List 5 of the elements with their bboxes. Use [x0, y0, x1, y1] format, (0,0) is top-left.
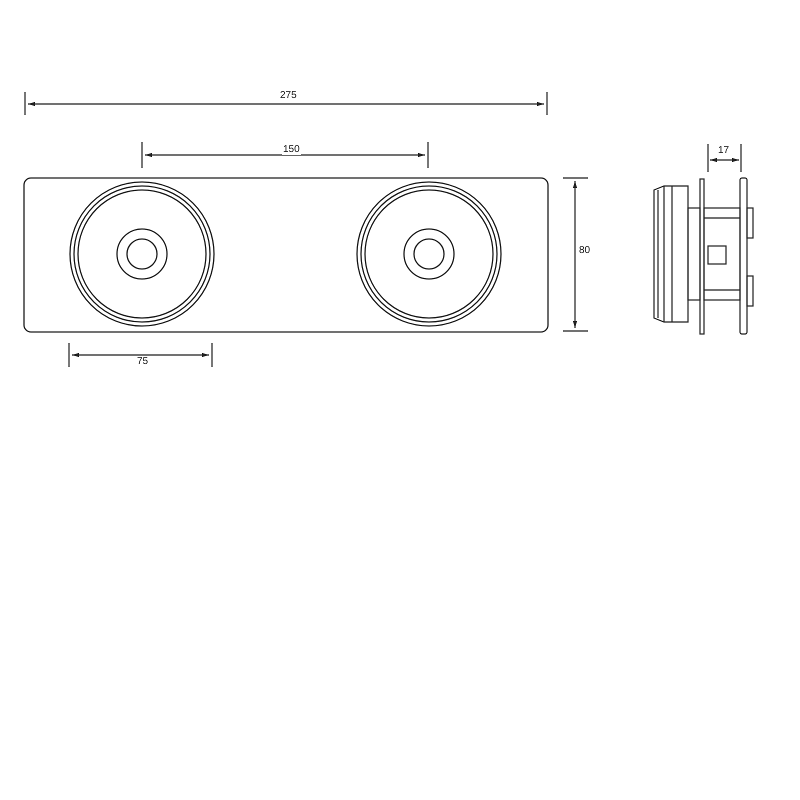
dimension-label: 75 — [136, 356, 150, 367]
dimension-label: 80 — [578, 245, 592, 256]
dimension-label: 275 — [279, 90, 298, 101]
dimension-label: 150 — [282, 144, 301, 155]
dimension-label: 17 — [717, 145, 730, 156]
